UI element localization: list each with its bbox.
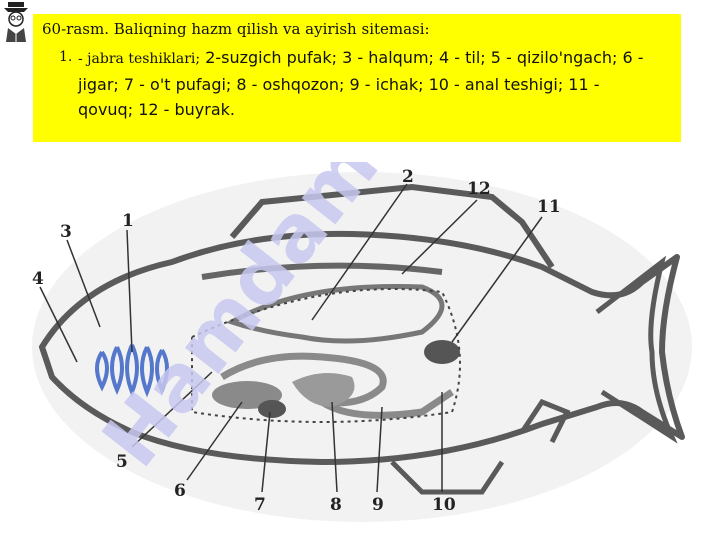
label-9: 9 xyxy=(372,495,384,515)
pointer-lines xyxy=(39,183,543,493)
label-7: 7 xyxy=(254,495,266,515)
teacher-logo-icon xyxy=(2,0,30,44)
gall-bladder xyxy=(258,400,286,418)
kidney xyxy=(201,262,443,280)
fish-digestive-diagram: 1 2 3 4 5 6 7 8 9 10 11 12 Hamdam 24 xyxy=(22,162,712,522)
legend-text: - jabra teshiklari; 2-suzgich pufak; 3 -… xyxy=(59,45,659,122)
label-4: 4 xyxy=(32,269,44,289)
gill-slits xyxy=(95,344,169,398)
ventral-fin xyxy=(390,460,505,495)
fish-body-outline xyxy=(39,230,685,465)
label-8: 8 xyxy=(330,495,342,515)
label-5: 5 xyxy=(116,452,128,472)
list-number: 1. xyxy=(59,49,73,65)
legend-list: 1. - jabra teshiklari; 2-suzgich pufak; … xyxy=(59,45,659,122)
label-1: 1 xyxy=(122,211,134,231)
swim-bladder xyxy=(225,283,445,344)
anal-fin xyxy=(519,398,571,444)
dorsal-fin xyxy=(229,183,555,269)
intestine xyxy=(220,352,454,419)
legend-rest: 2-suzgich pufak; 3 - halqum; 4 - til; 5 … xyxy=(78,48,644,119)
label-6: 6 xyxy=(174,481,186,501)
label-3: 3 xyxy=(60,222,72,242)
label-10: 10 xyxy=(432,495,456,515)
stomach xyxy=(292,373,355,407)
legend-lead: - jabra teshiklari; xyxy=(78,51,201,67)
figure-caption-title: 60-rasm. Baliqning hazm qilish va ayiris… xyxy=(42,20,430,38)
label-12: 12 xyxy=(467,179,491,199)
tail-fin xyxy=(595,255,678,444)
label-11: 11 xyxy=(537,197,561,217)
label-2: 2 xyxy=(402,167,414,187)
urinary-bladder xyxy=(424,340,460,364)
caption-box: 60-rasm. Baliqning hazm qilish va ayiris… xyxy=(33,14,681,142)
